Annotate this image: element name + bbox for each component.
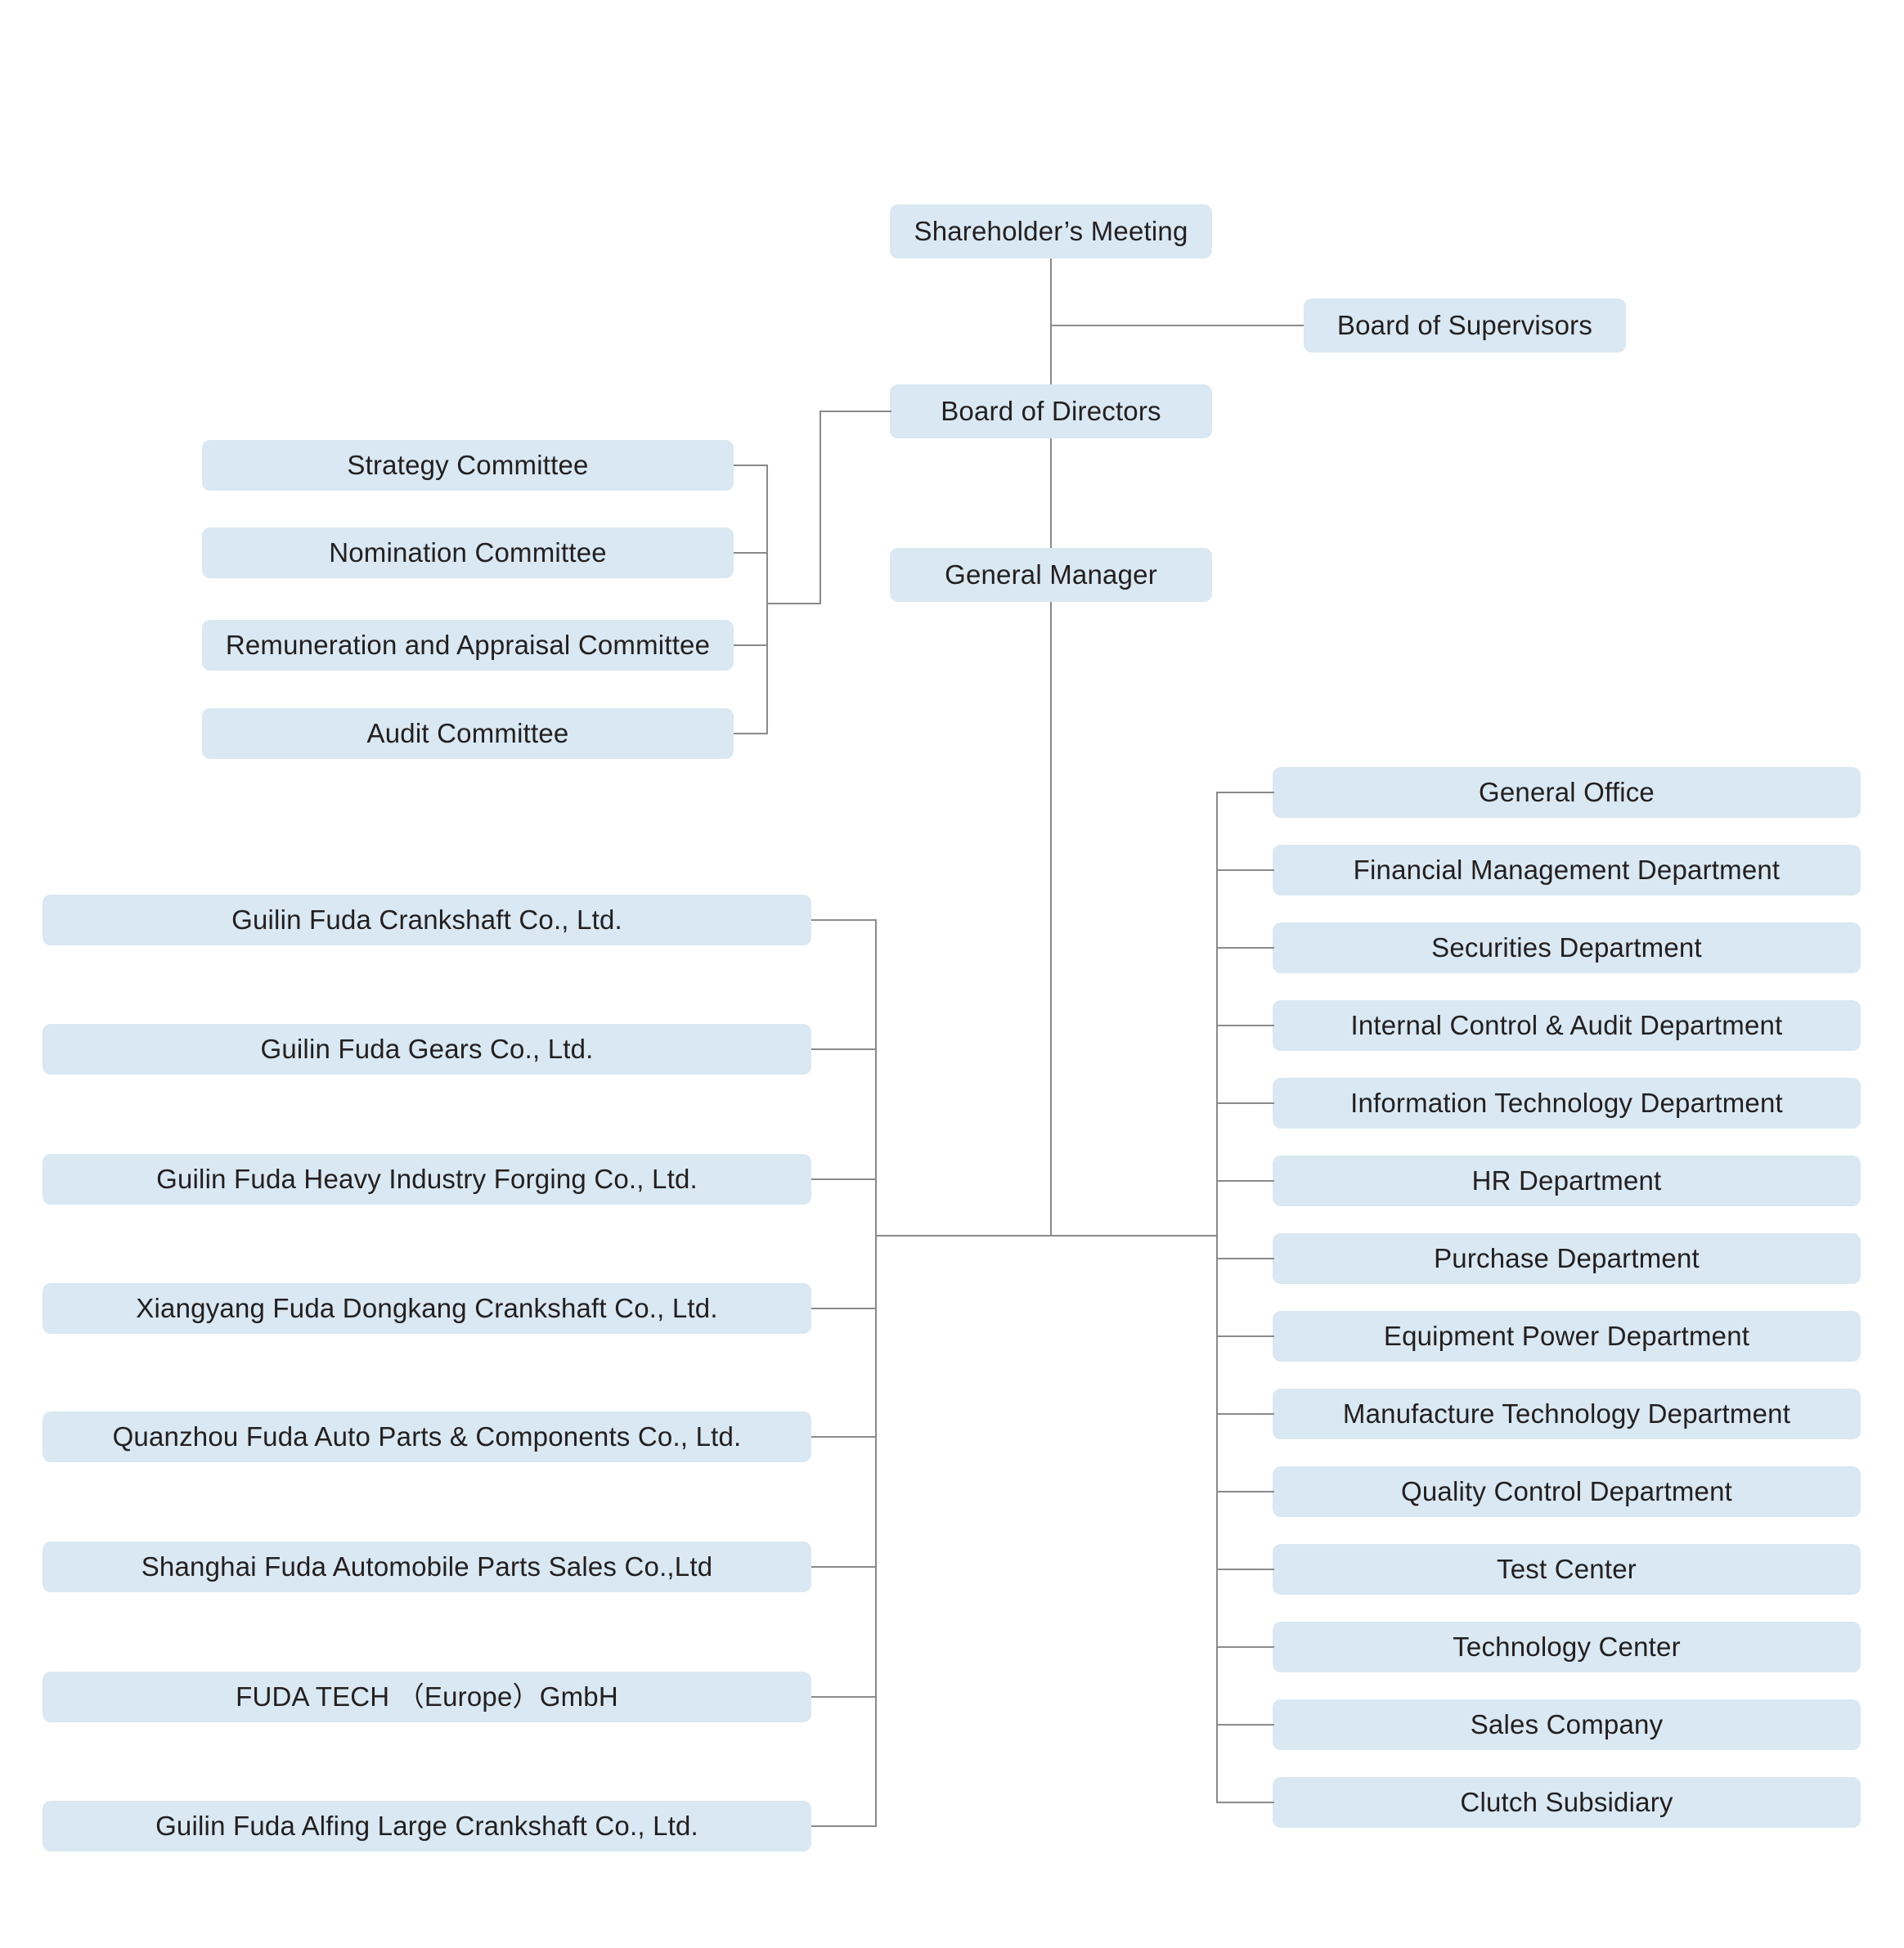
node-hr-department[interactable]: HR Department [1273, 1156, 1861, 1206]
connector-directors-to-manager [1050, 438, 1052, 548]
node-general-manager[interactable]: General Manager [890, 548, 1212, 602]
connector-committee-stub-4 [734, 733, 768, 734]
node-label: Board of Supervisors [1336, 310, 1593, 341]
node-general-office[interactable]: General Office [1273, 767, 1861, 818]
node-securities-department[interactable]: Securities Department [1273, 922, 1861, 973]
node-label: Purchase Department [1434, 1243, 1700, 1274]
node-label: Shanghai Fuda Automobile Parts Sales Co.… [141, 1551, 713, 1582]
connector-department-stub-6 [1216, 1180, 1274, 1182]
node-label: Guilin Fuda Crankshaft Co., Ltd. [231, 904, 622, 936]
connector-subsidiary-stub-6 [811, 1566, 877, 1568]
connector-committee-to-directors [820, 411, 891, 412]
node-label: Quality Control Department [1400, 1476, 1733, 1507]
node-board-of-supervisors[interactable]: Board of Supervisors [1304, 298, 1626, 352]
connector-department-stub-14 [1216, 1802, 1274, 1803]
node-label: Quanzhou Fuda Auto Parts & Components Co… [112, 1421, 742, 1452]
node-label: FUDA TECH （Europe）GmbH [236, 1681, 618, 1712]
connector-subsidiary-stub-5 [811, 1436, 877, 1438]
node-label: Information Technology Department [1350, 1088, 1783, 1119]
node-fuda-tech-europe-gmbh[interactable]: FUDA TECH （Europe）GmbH [43, 1672, 811, 1722]
node-technology-center[interactable]: Technology Center [1273, 1622, 1861, 1672]
node-label: Financial Management Department [1353, 855, 1781, 886]
node-equipment-power-department[interactable]: Equipment Power Department [1273, 1311, 1861, 1362]
connector-committee-stub-1 [734, 465, 768, 466]
node-quanzhou-fuda-auto-parts[interactable]: Quanzhou Fuda Auto Parts & Components Co… [43, 1412, 811, 1462]
node-label: Guilin Fuda Alfing Large Crankshaft Co.,… [155, 1811, 698, 1842]
node-guilin-fuda-alfing-large-crankshaft[interactable]: Guilin Fuda Alfing Large Crankshaft Co.,… [43, 1801, 811, 1851]
connector-department-stub-8 [1216, 1335, 1274, 1337]
node-financial-management-department[interactable]: Financial Management Department [1273, 845, 1861, 895]
connector-committee-bus [766, 603, 821, 604]
node-label: Strategy Committee [347, 450, 589, 481]
connector-department-spine [1216, 792, 1218, 1803]
node-guilin-fuda-gears[interactable]: Guilin Fuda Gears Co., Ltd. [43, 1024, 811, 1075]
node-label: Shareholder’s Meeting [914, 216, 1188, 247]
node-manufacture-technology-department[interactable]: Manufacture Technology Department [1273, 1389, 1861, 1439]
connector-subsidiary-stub-1 [811, 919, 877, 921]
connector-subsidiary-stub-3 [811, 1178, 877, 1180]
connector-shareholders-to-directors [1050, 258, 1052, 384]
connector-department-stub-7 [1216, 1258, 1274, 1259]
connector-shareholders-to-supervisors [1050, 325, 1304, 326]
node-shanghai-fuda-automobile-parts-sales[interactable]: Shanghai Fuda Automobile Parts Sales Co.… [43, 1542, 811, 1592]
node-label: Internal Control & Audit Department [1350, 1010, 1783, 1041]
node-label: Board of Directors [941, 396, 1161, 427]
connector-department-stub-10 [1216, 1491, 1274, 1492]
node-xiangyang-fuda-dongkang-crankshaft[interactable]: Xiangyang Fuda Dongkang Crankshaft Co., … [43, 1283, 811, 1334]
connector-central-bus [875, 1235, 1218, 1237]
connector-department-stub-9 [1216, 1413, 1274, 1415]
node-label: Guilin Fuda Gears Co., Ltd. [260, 1034, 594, 1065]
node-label: Clutch Subsidiary [1460, 1787, 1673, 1818]
node-label: Remuneration and Appraisal Committee [225, 630, 711, 661]
connector-department-stub-12 [1216, 1646, 1274, 1648]
node-label: Technology Center [1453, 1632, 1681, 1663]
node-clutch-subsidiary[interactable]: Clutch Subsidiary [1273, 1777, 1861, 1828]
connector-department-stub-1 [1216, 792, 1274, 793]
node-remuneration-appraisal-committee[interactable]: Remuneration and Appraisal Committee [202, 620, 734, 671]
node-sales-company[interactable]: Sales Company [1273, 1699, 1861, 1750]
connector-subsidiary-spine [875, 919, 877, 1827]
connector-subsidiary-stub-4 [811, 1308, 877, 1309]
connector-committee-stub-3 [734, 644, 768, 646]
connector-department-stub-4 [1216, 1025, 1274, 1026]
connector-subsidiary-stub-2 [811, 1048, 877, 1050]
node-label: General Office [1479, 777, 1655, 808]
node-label: Nomination Committee [329, 537, 607, 568]
node-internal-control-audit-department[interactable]: Internal Control & Audit Department [1273, 1000, 1861, 1051]
node-label: Securities Department [1431, 932, 1702, 963]
connector-subsidiary-stub-7 [811, 1696, 877, 1698]
node-audit-committee[interactable]: Audit Committee [202, 708, 734, 759]
node-information-technology-department[interactable]: Information Technology Department [1273, 1078, 1861, 1129]
node-label: HR Department [1471, 1165, 1662, 1196]
node-guilin-fuda-crankshaft[interactable]: Guilin Fuda Crankshaft Co., Ltd. [43, 895, 811, 945]
node-shareholders-meeting[interactable]: Shareholder’s Meeting [890, 204, 1212, 258]
node-label: Test Center [1497, 1554, 1637, 1585]
node-label: Equipment Power Department [1383, 1321, 1750, 1352]
node-label: General Manager [945, 559, 1157, 590]
node-quality-control-department[interactable]: Quality Control Department [1273, 1466, 1861, 1517]
connector-committee-riser [820, 411, 821, 604]
node-label: Guilin Fuda Heavy Industry Forging Co., … [156, 1164, 698, 1195]
node-strategy-committee[interactable]: Strategy Committee [202, 440, 734, 491]
node-guilin-fuda-heavy-industry-forging[interactable]: Guilin Fuda Heavy Industry Forging Co., … [43, 1154, 811, 1205]
connector-subsidiary-stub-8 [811, 1825, 877, 1827]
connector-committee-spine [766, 465, 768, 734]
node-test-center[interactable]: Test Center [1273, 1544, 1861, 1595]
connector-department-stub-3 [1216, 947, 1274, 949]
node-board-of-directors[interactable]: Board of Directors [890, 384, 1212, 438]
node-label: Sales Company [1470, 1709, 1664, 1740]
connector-department-stub-11 [1216, 1569, 1274, 1570]
connector-committee-stub-2 [734, 552, 768, 554]
connector-department-stub-5 [1216, 1102, 1274, 1104]
node-label: Audit Committee [366, 718, 569, 749]
connector-manager-to-bus [1050, 602, 1052, 1235]
node-nomination-committee[interactable]: Nomination Committee [202, 527, 734, 578]
connector-department-stub-13 [1216, 1724, 1274, 1726]
node-label: Xiangyang Fuda Dongkang Crankshaft Co., … [136, 1293, 718, 1324]
connector-department-stub-2 [1216, 869, 1274, 871]
node-purchase-department[interactable]: Purchase Department [1273, 1233, 1861, 1284]
node-label: Manufacture Technology Department [1342, 1398, 1791, 1430]
